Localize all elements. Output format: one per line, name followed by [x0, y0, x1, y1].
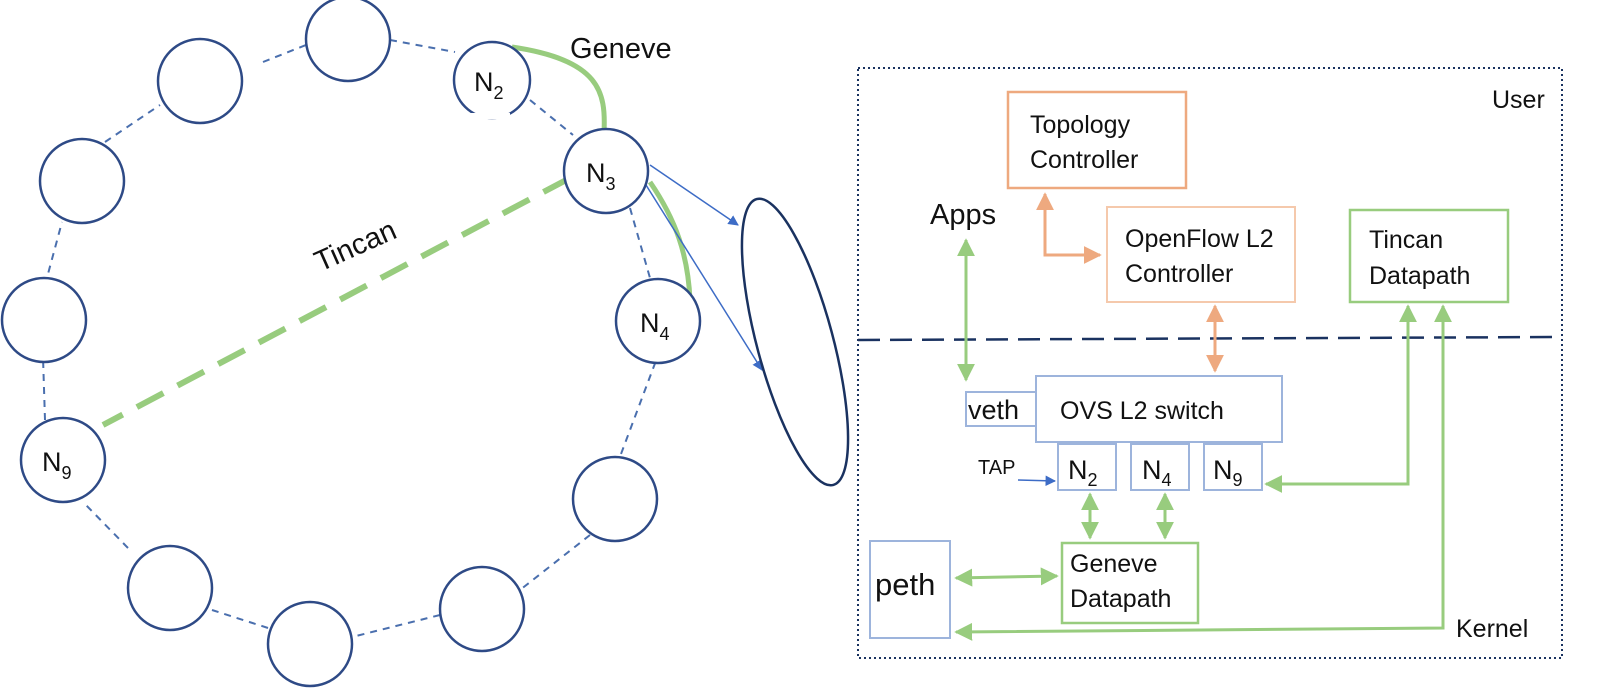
- kernel-space-label: Kernel: [1456, 615, 1528, 643]
- tincan-datapath-box: [1348, 208, 1510, 304]
- tincan-link-n3-n9: [101, 175, 572, 428]
- peth-label: peth: [875, 567, 935, 602]
- openflow-controller-box: [1106, 206, 1296, 303]
- host-boundary: [857, 67, 1563, 659]
- topology-controller-label: Topology Controller: [1030, 111, 1138, 174]
- user-space-label: User: [1492, 86, 1545, 114]
- peth-box: [869, 540, 951, 639]
- tap-arrow: [1017, 475, 1057, 486]
- ring-node-bottom-right: [438, 565, 526, 653]
- ring-node-n3: [562, 127, 650, 215]
- user-kernel-divider: [857, 335, 1563, 342]
- ring-node-bottom-left: [126, 544, 214, 632]
- tap-label: TAP: [978, 457, 1015, 479]
- ring-node-top: [304, 0, 392, 83]
- tincan-datapath-label: Tincan Datapath: [1369, 226, 1470, 290]
- port-n9-tincan-arrow: [1264, 304, 1417, 493]
- ring-node-top-left: [156, 37, 244, 125]
- zoom-ellipse: [740, 197, 850, 487]
- geneve-link-n2-n3: [511, 44, 607, 133]
- ring-overlay: N2 N3 N4 N9 Geneve Tincan: [0, 0, 850, 688]
- geneve-link-label: Geneve: [570, 33, 672, 65]
- veth-label: veth: [968, 395, 1019, 425]
- topology-openflow-arrow: [1036, 192, 1102, 264]
- zoom-arrow-top: [649, 164, 739, 226]
- ring-node-n2-label: N2: [474, 67, 504, 103]
- ring-node-n4-label: N4: [640, 308, 670, 344]
- topology-controller-box: [1006, 90, 1188, 190]
- peth-tincan-arrow: [954, 304, 1452, 641]
- peth-geneve-arrow: [954, 567, 1059, 587]
- zoom-arrow-bottom: [645, 184, 763, 371]
- openflow-controller-label: OpenFlow L2 Controller: [1125, 225, 1281, 288]
- ring-node-n4: [614, 277, 702, 365]
- ring-node-bottom: [266, 600, 354, 688]
- apps-label: Apps: [930, 199, 996, 231]
- host-detail: User Kernel Topology Controller OpenFlow…: [857, 67, 1563, 659]
- ring-node-n9: [19, 416, 107, 504]
- tincan-link-label: Tincan: [310, 214, 402, 278]
- ovs-switch-label: OVS L2 switch: [1060, 397, 1224, 425]
- ring-node-n3-label: N3: [586, 158, 616, 194]
- ring-node-right-lower: [571, 455, 659, 543]
- ring-dashed-links: [42, 39, 661, 638]
- ring-node-left: [0, 276, 88, 364]
- ring-node-left-upper: [38, 137, 126, 225]
- ring-node-n9-label: N9: [42, 447, 72, 483]
